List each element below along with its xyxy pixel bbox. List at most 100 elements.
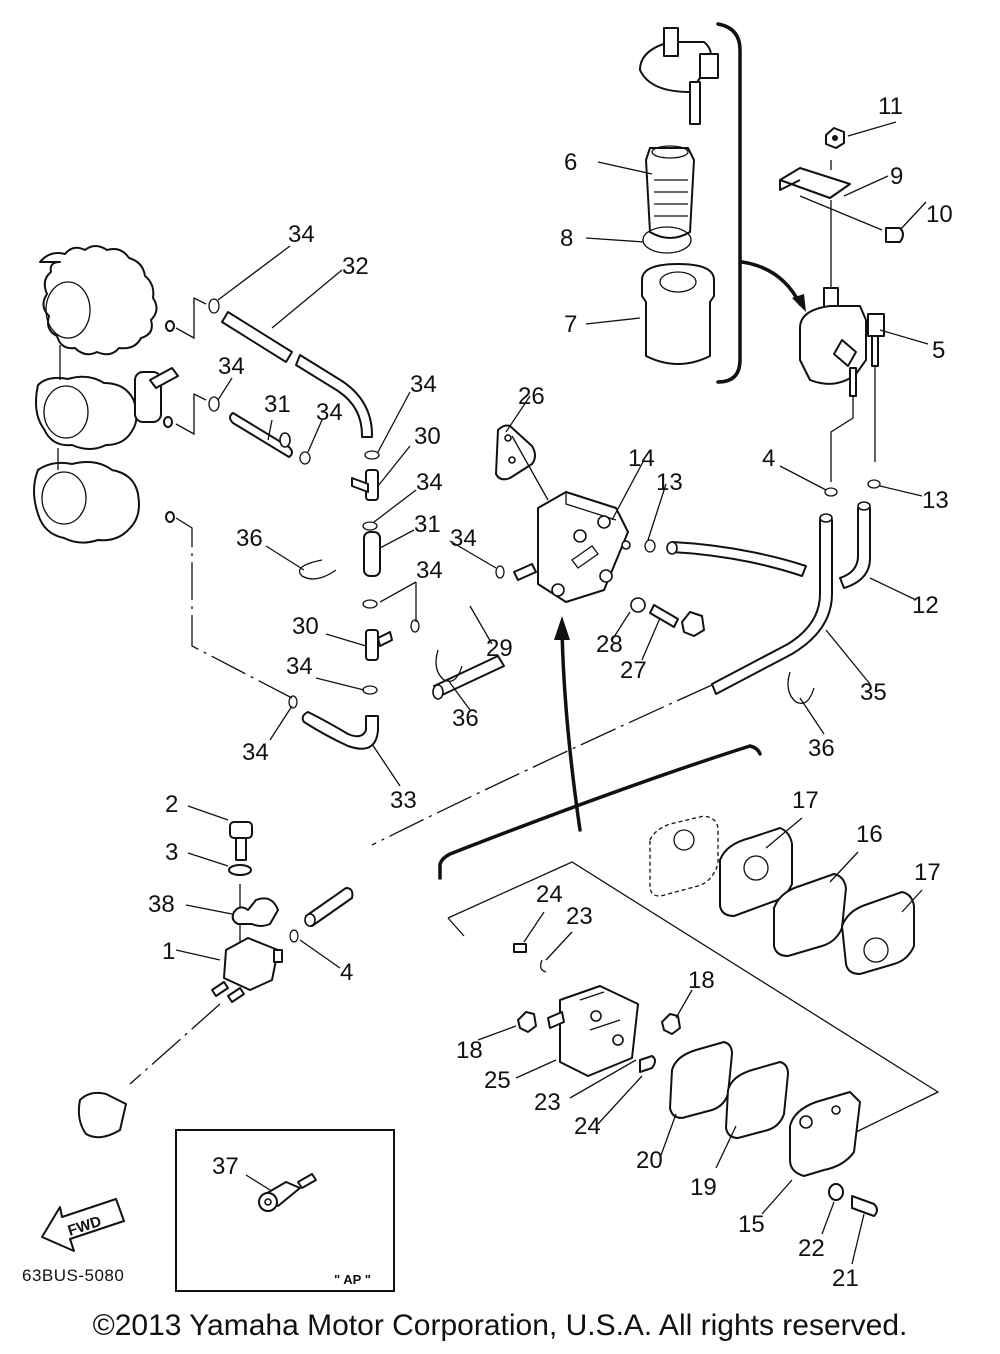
callout-34: 34 [316, 399, 343, 426]
pump-body-25 [547, 985, 639, 1077]
callout-3: 3 [165, 839, 178, 866]
callout-19: 19 [690, 1174, 717, 1201]
nut-18 [517, 1011, 537, 1033]
callout-27: 27 [620, 657, 647, 684]
clamp-36 [435, 649, 463, 683]
clamp-38 [231, 897, 279, 927]
fuel-joint-1 [211, 937, 283, 1003]
callout-17: 17 [914, 859, 941, 886]
bolt-10 [885, 227, 904, 243]
pump-cover-15 [789, 1091, 861, 1177]
diaphragm-19 [725, 1061, 789, 1139]
callout-24: 24 [536, 881, 563, 908]
callout-23: 23 [566, 903, 593, 930]
callout-22: 22 [798, 1235, 825, 1262]
fuel-filter-5 [799, 287, 885, 397]
inset-box [175, 1129, 395, 1292]
fuel-pump-14 [537, 491, 629, 603]
gasket-17b [841, 891, 915, 975]
callout-14: 14 [628, 445, 655, 472]
parts-diagram: FWD [33, 22, 953, 1292]
callout-18: 18 [688, 967, 715, 994]
callout-38: 38 [148, 891, 175, 918]
arrow-line [740, 260, 802, 306]
gasket-26 [495, 424, 536, 481]
bracket-line [716, 22, 742, 384]
callout-11: 11 [878, 93, 903, 120]
callout-18: 18 [456, 1037, 483, 1064]
screw-24b [639, 1055, 656, 1073]
callout-34: 34 [416, 557, 443, 584]
hose-12-top [671, 541, 807, 577]
callout-30: 30 [292, 613, 319, 640]
washer-3 [228, 864, 252, 876]
hose-32 [221, 311, 373, 438]
bolt-2 [229, 821, 253, 861]
nut-18b [661, 1013, 681, 1035]
clamp-36 [298, 559, 337, 580]
callout-36: 36 [808, 735, 835, 762]
clamp-36 [787, 671, 815, 705]
callout-4: 4 [762, 445, 775, 472]
callout-34: 34 [288, 221, 315, 248]
callout-28: 28 [596, 631, 623, 658]
callout-35: 35 [860, 679, 887, 706]
callout-31: 31 [414, 511, 441, 538]
callout-6: 6 [564, 149, 577, 176]
valve-23 [540, 959, 547, 973]
t-joint-30-upper [351, 469, 379, 501]
screw-21 [851, 1195, 878, 1217]
fuel-connector-outline [77, 1091, 127, 1139]
bolt-27 [649, 604, 679, 628]
callout-12: 12 [912, 592, 939, 619]
callout-37: 37 [212, 1153, 239, 1180]
callout-25: 25 [484, 1067, 511, 1094]
callout-36: 36 [452, 705, 479, 732]
filter-exploded [639, 27, 719, 365]
callout-34: 34 [242, 739, 269, 766]
bracket-lower [438, 744, 762, 880]
callout-21: 21 [832, 1265, 859, 1292]
clips-34 [208, 298, 505, 709]
callout-32: 32 [342, 253, 369, 280]
washer-22 [828, 1183, 844, 1201]
bracket-9 [779, 167, 851, 199]
callout-labels: 1 2 3 4 4 5 6 7 8 9 10 11 12 13 13 14 15… [148, 93, 953, 1292]
callout-34: 34 [286, 653, 313, 680]
arrow-to-pump [560, 628, 582, 832]
callout-1: 1 [162, 938, 175, 965]
callout-34: 34 [450, 525, 477, 552]
callout-4: 4 [340, 959, 353, 986]
callout-34: 34 [410, 371, 437, 398]
pump-plate-outline [649, 815, 719, 897]
callout-20: 20 [636, 1147, 663, 1174]
callout-29: 29 [486, 635, 513, 662]
callout-16: 16 [856, 821, 883, 848]
callout-5: 5 [932, 337, 945, 364]
callout-26: 26 [518, 383, 545, 410]
callout-17: 17 [792, 787, 819, 814]
callout-9: 9 [890, 163, 903, 190]
carburetor-block [33, 245, 179, 544]
screw-24 [513, 943, 527, 953]
callout-31: 31 [264, 391, 291, 418]
callout-23: 23 [534, 1089, 561, 1116]
leader-lines [175, 121, 929, 1265]
copyright-notice: ©2013 Yamaha Motor Corporation, U.S.A. A… [92, 1309, 908, 1342]
gasket-20 [669, 1041, 733, 1119]
part-code: 63BUS-5080 [22, 1266, 125, 1285]
callout-33: 33 [390, 787, 417, 814]
hose-12 [839, 507, 871, 589]
callout-2: 2 [165, 791, 178, 818]
callout-8: 8 [560, 225, 573, 252]
callout-10: 10 [926, 201, 953, 228]
callout-7: 7 [564, 311, 577, 338]
callout-30: 30 [414, 423, 441, 450]
fwd-arrow: FWD [41, 1198, 125, 1252]
t-joint-30-lower [365, 629, 393, 661]
callout-13: 13 [656, 469, 683, 496]
callout-34: 34 [218, 353, 245, 380]
callout-24: 24 [574, 1113, 601, 1140]
inset-tag: " AP " [334, 1272, 371, 1287]
callout-34: 34 [416, 469, 443, 496]
